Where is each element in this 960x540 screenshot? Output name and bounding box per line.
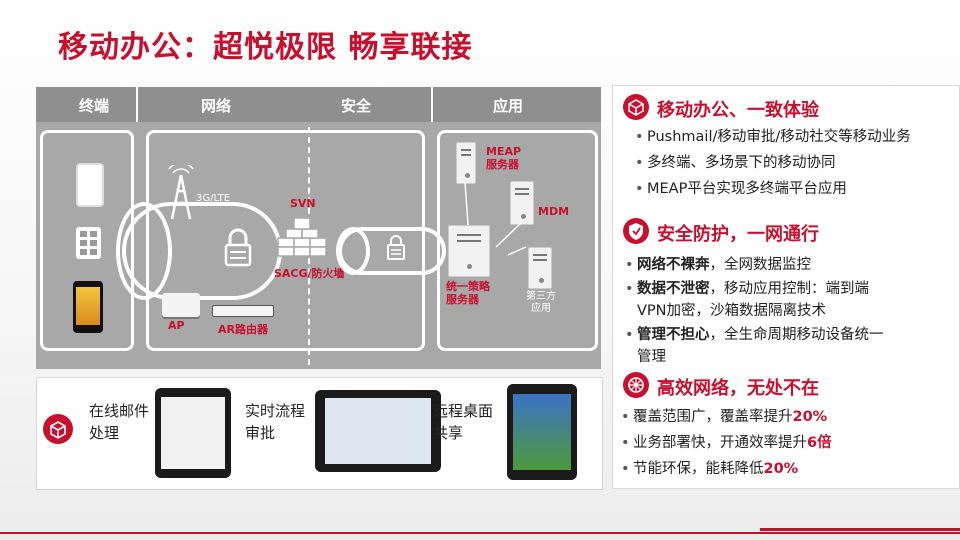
box-icon — [43, 414, 73, 444]
list-item: •数据不泄密，移动应用控制：端到端 — [625, 281, 869, 297]
meap-label: MEAP服务器 — [486, 145, 522, 171]
section-title: 安全防护，一网通行 — [657, 224, 819, 245]
lock-icon — [224, 228, 252, 267]
ap-label: AP — [168, 319, 185, 332]
smartphone-icon — [76, 163, 104, 207]
list-item: •节能环保，能耗降低20% — [621, 461, 799, 477]
lock-icon — [387, 235, 405, 260]
column-terminal: 终端 — [78, 97, 109, 115]
section-title: 移动办公、一致体验 — [657, 100, 819, 121]
column-network: 网络 — [200, 97, 231, 115]
tablet-grid-icon — [76, 227, 101, 259]
feature-mail: 在线邮件处理 — [89, 402, 150, 442]
list-item: •管理不担心，全生命周期移动设备统一 — [625, 327, 884, 343]
router-icon — [212, 305, 274, 317]
list-item-continued: 管理 — [637, 349, 666, 365]
tunnel-end — [116, 202, 172, 300]
footer-accent — [760, 528, 960, 531]
network-icon — [623, 372, 649, 398]
header-divider — [431, 87, 433, 122]
list-item: •多终端、多场景下的移动协同 — [635, 155, 836, 171]
mdm-server-icon — [510, 181, 534, 225]
cell-tower-icon — [168, 165, 194, 220]
shield-icon — [623, 218, 649, 244]
feature-remote-desktop: 远程桌面共享 — [433, 402, 494, 442]
third-party-server-icon — [528, 247, 552, 289]
tunnel-end — [336, 227, 370, 275]
tablet-mail-image — [155, 388, 231, 478]
feature-approval: 实时流程审批 — [245, 402, 306, 442]
application-box — [437, 130, 598, 351]
server-connections — [464, 181, 527, 256]
policy-server-label: 统一策略服务器 — [446, 280, 490, 306]
footer-rule — [0, 532, 960, 534]
meap-server-icon — [456, 142, 476, 184]
tablet-desktop-image — [507, 384, 577, 480]
third-party-label: 第三方应用 — [526, 291, 556, 314]
firewall-icon — [277, 217, 327, 257]
policy-server-icon — [448, 225, 490, 277]
list-item-continued: VPN加密，沙箱数据隔离技术 — [637, 303, 827, 319]
list-item: •网络不裸奔，全网数据监控 — [625, 257, 811, 273]
tablet-approval-image — [315, 390, 441, 472]
list-item: •业务部署快，开通效率提升6倍 — [621, 435, 832, 451]
ap-device-icon — [162, 293, 200, 317]
feature-strip: 在线邮件处理 实时流程审批 远程桌面共享 — [36, 377, 603, 490]
smartphone-photo-icon — [73, 281, 103, 333]
lte-label: 3G/LTE — [196, 193, 231, 204]
box-icon — [623, 94, 649, 120]
mdm-label: MDM — [538, 205, 570, 218]
benefits-panel: 移动办公、一致体验 •Pushmail/移动审批/移动社交等移动业务 •多终端、… — [612, 85, 960, 489]
section-title: 高效网络，无处不在 — [657, 378, 819, 399]
list-item: •覆盖范围广，覆盖率提升20% — [621, 409, 828, 425]
page-title: 移动办公：超悦极限 畅享联接 — [58, 30, 473, 65]
ar-router-label: AR路由器 — [218, 323, 268, 336]
column-application: 应用 — [492, 97, 523, 115]
svn-label: SVN — [290, 197, 316, 210]
header-divider — [136, 87, 138, 122]
list-item: •Pushmail/移动审批/移动社交等移动业务 — [635, 129, 911, 145]
architecture-diagram: 终端 网络 安全 应用 3G/LTE SVN SACG/防火墙 — [36, 87, 601, 369]
list-item: •MEAP平台实现多终端平台应用 — [635, 181, 847, 197]
sacg-label: SACG/防火墙 — [274, 267, 345, 280]
column-security: 安全 — [340, 97, 371, 115]
column-header: 终端 网络 安全 应用 — [36, 87, 601, 122]
